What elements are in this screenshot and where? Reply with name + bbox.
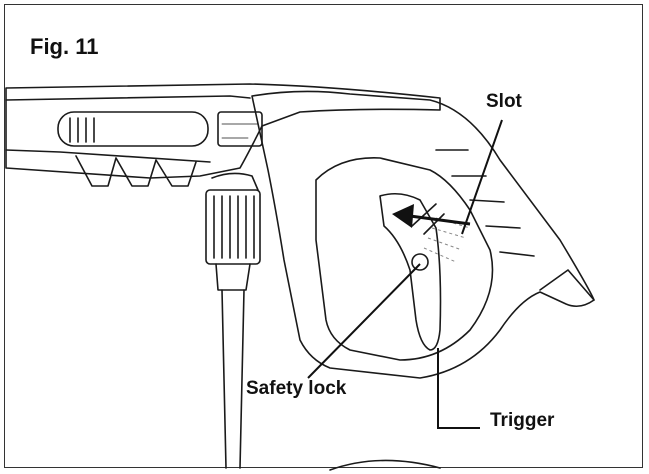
barrel-outline	[5, 83, 441, 179]
figure-title: Fig. 11	[30, 34, 99, 59]
barrel-window	[57, 111, 209, 147]
trigger	[379, 192, 442, 351]
safety-lock-lever	[411, 203, 445, 235]
trigger-leader-line	[437, 348, 480, 429]
handle-tip	[539, 269, 595, 301]
safety-lock-leader-line	[307, 263, 421, 379]
slot-leader-line	[461, 119, 503, 235]
safety-lock-label: Safety lock	[246, 378, 347, 399]
barrel-inner-line-2	[5, 149, 211, 163]
safety-lock-pivot	[411, 253, 429, 271]
hose-ferrule	[215, 263, 251, 291]
trigger-label: Trigger	[490, 410, 555, 431]
direction-arrow	[392, 204, 471, 228]
handle-outer	[251, 90, 595, 379]
barrel-inner-line	[5, 95, 251, 101]
rating-plate	[217, 111, 263, 147]
grip-ribs	[435, 149, 535, 257]
figure-frame	[4, 4, 643, 468]
barrel-grooves	[75, 155, 197, 187]
hose	[221, 289, 245, 469]
bottom-object	[329, 459, 441, 471]
hose-connector-top	[211, 172, 259, 191]
slot-label: Slot	[486, 91, 522, 112]
hose-nut	[205, 189, 261, 265]
handle-inner	[315, 157, 494, 361]
